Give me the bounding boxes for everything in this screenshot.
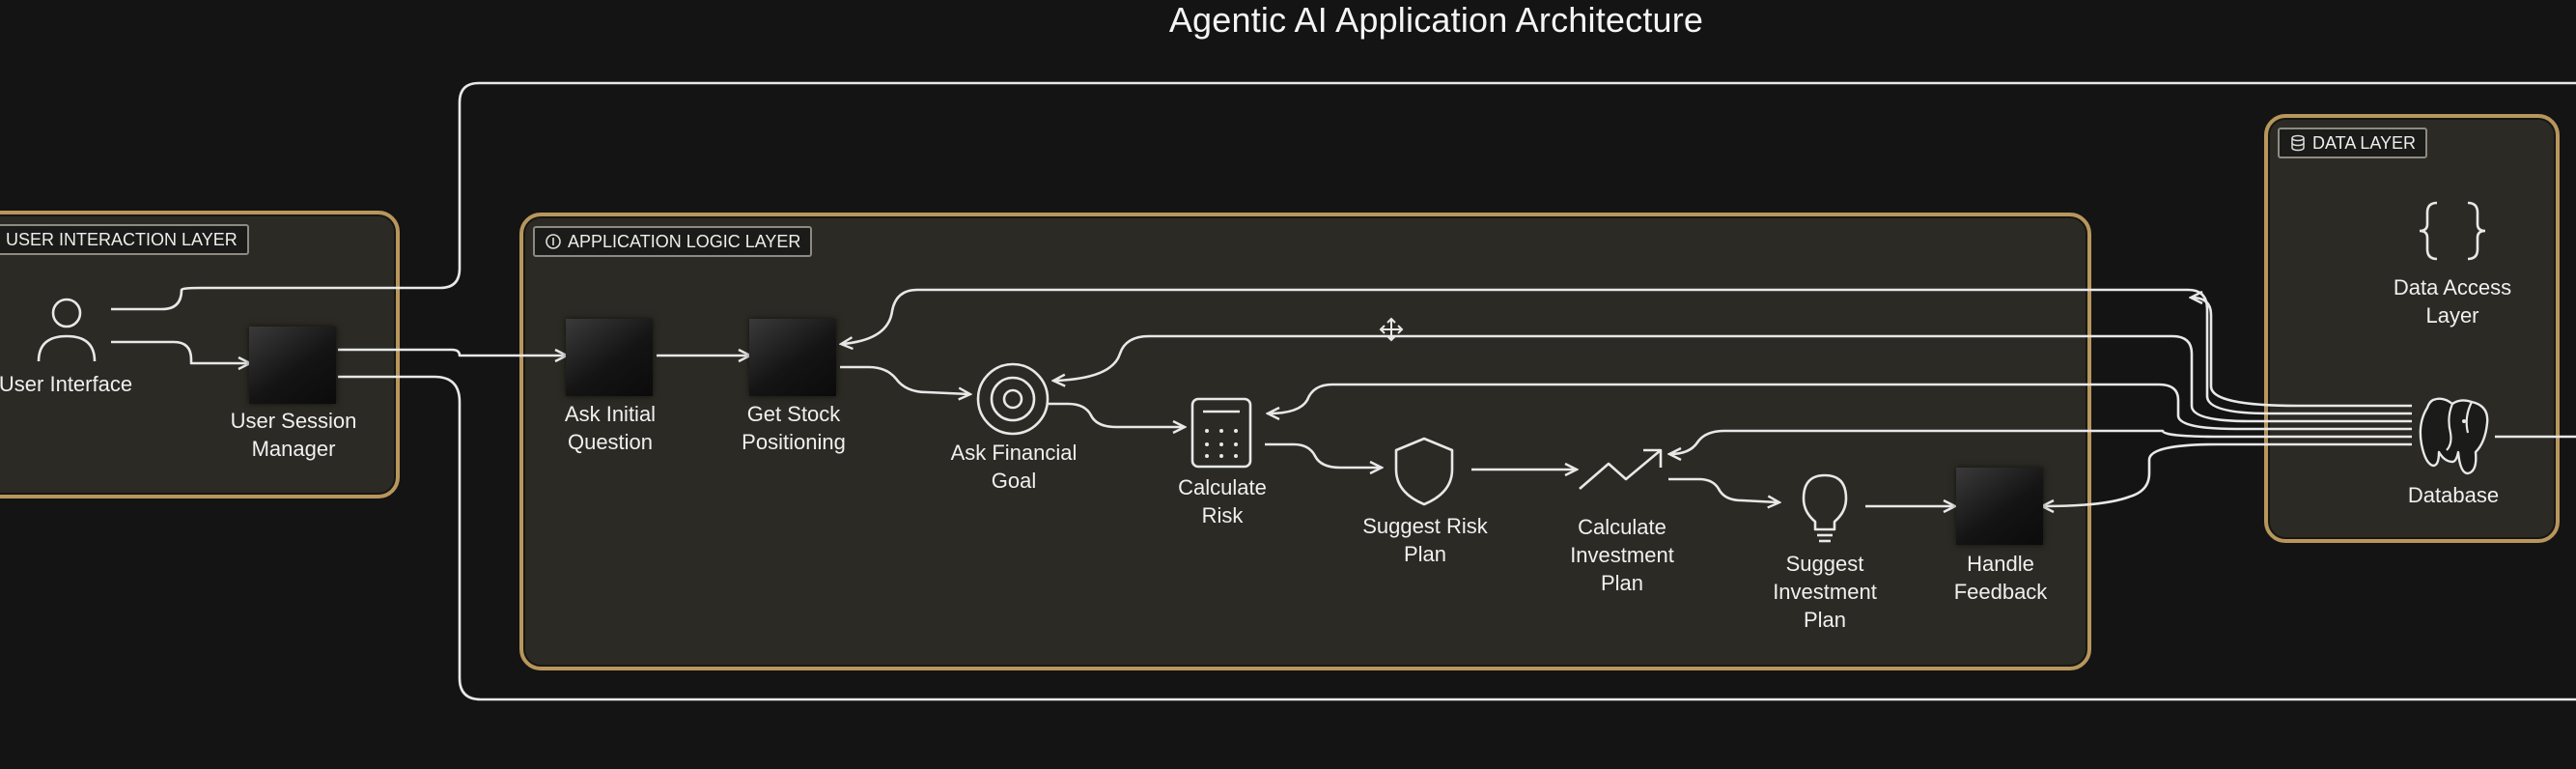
database-small-icon xyxy=(2291,134,2305,152)
get-stock-positioning-node[interactable] xyxy=(749,319,836,396)
db-to-calcinv-arrow xyxy=(1670,429,2412,454)
data-access-layer-label: Data Access Layer xyxy=(2393,275,2512,328)
handle-feedback-label: Handle Feedback xyxy=(1953,552,2048,604)
diagram-title: Agentic AI Application Architecture xyxy=(1168,0,1704,40)
calculator-icon[interactable] xyxy=(1190,396,1253,470)
database-label: Database xyxy=(2407,483,2500,507)
application-logic-layer-label: APPLICATION LOGIC LAYER xyxy=(568,232,801,251)
user-session-manager-node[interactable] xyxy=(249,327,336,404)
suggest-risk-plan-label: Suggest Risk Plan xyxy=(1362,514,1488,566)
braces-icon[interactable] xyxy=(2416,199,2489,263)
stock-to-goal-arrow xyxy=(840,365,969,394)
outer-bottom-line xyxy=(338,375,2576,701)
calcinv-to-suggestinv-arrow xyxy=(1668,477,1778,502)
user-interaction-layer-label: USER INTERACTION LAYER xyxy=(6,230,238,249)
info-icon xyxy=(546,234,561,249)
ui-to-session-arrow xyxy=(111,340,249,363)
application-logic-layer-tag: APPLICATION LOGIC LAYER xyxy=(533,226,813,257)
data-layer-tag: DATA LAYER xyxy=(2278,128,2428,158)
handle-feedback-node[interactable] xyxy=(1956,468,2043,545)
data-layer: DATA LAYER xyxy=(2264,114,2560,543)
trend-up-icon[interactable] xyxy=(1576,444,1668,495)
ask-initial-question-label: Ask Initial Question xyxy=(564,402,657,454)
suggest-investment-plan-label: Suggest Investment Plan xyxy=(1773,552,1877,632)
calculate-risk-label: Calculate Risk xyxy=(1178,475,1267,527)
target-icon[interactable] xyxy=(975,361,1050,437)
session-to-ask-arrow xyxy=(338,348,566,356)
get-stock-positioning-label: Get Stock Positioning xyxy=(742,402,846,454)
move-cursor-icon xyxy=(1379,317,1404,342)
db-to-feedback-arrow xyxy=(2043,442,2412,506)
db-to-goal-arrow xyxy=(1054,334,2412,423)
risk-to-suggest-arrow xyxy=(1265,442,1381,468)
goal-to-risk-arrow xyxy=(1049,402,1184,427)
data-layer-label: DATA LAYER xyxy=(2312,133,2417,153)
outer-loop-line xyxy=(111,81,2576,311)
user-session-manager-label: User Session Manager xyxy=(230,409,357,461)
user-interaction-layer-tag: USER INTERACTION LAYER xyxy=(0,224,249,255)
shield-icon[interactable] xyxy=(1390,435,1458,508)
calculate-investment-plan-label: Calculate Investment Plan xyxy=(1570,515,1674,595)
db-to-stock-arrow xyxy=(842,288,2412,415)
user-interface-label: User Interface xyxy=(0,372,133,396)
session-to-db-arrow xyxy=(2192,298,2412,408)
db-to-risk-arrow xyxy=(1269,383,2412,431)
ask-financial-goal-label: Ask Financial Goal xyxy=(950,441,1078,493)
user-icon xyxy=(37,298,97,362)
postgres-elephant-icon[interactable] xyxy=(2408,394,2497,479)
ask-initial-question-node[interactable] xyxy=(566,319,653,396)
lightbulb-icon[interactable] xyxy=(1798,471,1852,545)
